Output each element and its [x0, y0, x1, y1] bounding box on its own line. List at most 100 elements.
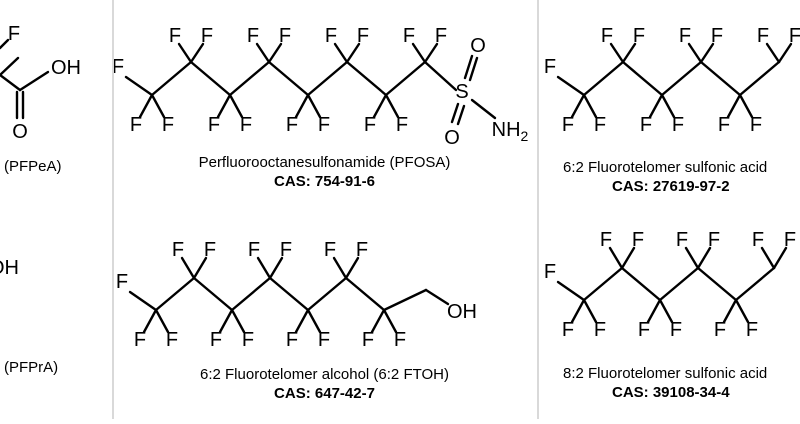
bond-line — [582, 60, 625, 97]
bond-line — [154, 276, 196, 312]
ftsa82-cas: CAS: 39108-34-4 — [612, 384, 730, 401]
fluorine-atom: F — [789, 25, 800, 47]
bond-line — [699, 42, 715, 64]
bond-line — [138, 93, 154, 119]
fluorine-atom: F — [286, 114, 298, 136]
fluorine-atom: F — [403, 25, 415, 47]
fluorine-atom: F — [201, 25, 213, 47]
bond-line — [734, 266, 776, 302]
fluorine-atom: F — [396, 114, 408, 136]
fluorine-atom: F — [714, 319, 726, 341]
fluorine-atom: F — [562, 319, 574, 341]
bond-line — [424, 288, 450, 306]
bond-line — [306, 60, 349, 97]
bond-line — [344, 276, 386, 312]
fluorine-atom: F — [357, 25, 369, 47]
fluorine-atom: F — [162, 114, 174, 136]
bond-line — [660, 93, 676, 119]
bond-line — [450, 102, 460, 124]
bond-line — [608, 246, 624, 270]
fluorine-atom: F — [670, 319, 682, 341]
bond-line — [456, 104, 466, 126]
ftoh62-name: 6:2 Fluorotelomer alcohol (6:2 FTOH) — [200, 366, 449, 383]
bond-line — [154, 308, 170, 334]
bond-line — [658, 298, 674, 324]
bond-line — [267, 60, 310, 97]
oxygen-atom: O — [444, 127, 460, 149]
bond-line — [228, 93, 244, 119]
panel-divider — [112, 0, 114, 419]
bond-line — [230, 308, 246, 334]
fluorine-atom: F — [544, 261, 556, 283]
bond-line — [18, 70, 50, 92]
bond-line — [142, 308, 158, 334]
bond-line — [696, 266, 738, 302]
fluorine-atom: F — [210, 329, 222, 351]
bond-line — [230, 276, 272, 312]
pfosa-name: Perfluorooctanesulfonamide (PFOSA) — [198, 154, 451, 171]
bond-line — [621, 42, 637, 64]
bond-line — [177, 42, 193, 64]
bond-line — [726, 93, 742, 119]
fluorine-atom: F — [356, 239, 368, 261]
bond-line — [556, 280, 586, 302]
fluorine-atom: F — [676, 229, 688, 251]
bond-line — [696, 246, 712, 270]
fluorine-atom: F — [632, 229, 644, 251]
fluorine-atom: F — [672, 114, 684, 136]
bond-line — [150, 93, 166, 119]
fluorine-atom: F — [718, 114, 730, 136]
bond-line — [699, 60, 742, 97]
fluorine-atom: F — [112, 56, 124, 78]
fluorine-atom: F — [633, 25, 645, 47]
bond-line — [620, 246, 636, 270]
fluorine-atom: F — [325, 25, 337, 47]
bond-line — [332, 256, 348, 280]
bond-line — [294, 308, 310, 334]
fluorine-atom: F — [242, 329, 254, 351]
bond-line — [189, 42, 205, 64]
bond-line — [189, 60, 232, 97]
hydroxyl-group: OH — [0, 257, 19, 279]
bond-line — [192, 256, 208, 280]
pfpea-label: (PFPeA) — [4, 158, 62, 175]
fluorine-atom: F — [8, 23, 20, 45]
fluorine-atom: F — [172, 239, 184, 261]
bond-line — [306, 93, 322, 119]
bond-line — [658, 266, 700, 302]
bond-line — [777, 42, 793, 64]
bond-line — [660, 60, 703, 97]
bond-line — [218, 308, 234, 334]
bond-line — [192, 276, 234, 312]
bond-line — [463, 54, 474, 80]
pfpra-label: (PFPrA) — [4, 359, 59, 376]
fluorine-atom: F — [708, 229, 720, 251]
bond-line — [382, 288, 428, 312]
oxygen-atom: O — [12, 121, 28, 143]
bond-line — [738, 93, 754, 119]
bond-line — [411, 42, 427, 64]
fluorine-atom: F — [638, 319, 650, 341]
amine-group: NH2 — [492, 119, 529, 144]
bond-line — [423, 60, 458, 92]
fluorine-atom: F — [116, 271, 128, 293]
fluorine-atom: F — [248, 239, 260, 261]
fluorine-atom: F — [435, 25, 447, 47]
bond-line — [582, 93, 598, 119]
fluorine-atom: F — [318, 114, 330, 136]
fluorine-atom: F — [134, 329, 146, 351]
bond-line — [384, 93, 400, 119]
bond-line — [267, 42, 283, 64]
pfosa-cas: CAS: 754-91-6 — [274, 173, 375, 190]
sulfur-atom: S — [455, 81, 468, 103]
fluorine-atom: F — [784, 229, 796, 251]
fluorine-atom: F — [286, 329, 298, 351]
hydroxyl-group: OH — [51, 57, 81, 79]
bond-line — [333, 42, 349, 64]
fluorine-atom: F — [362, 329, 374, 351]
fluorine-atom: F — [280, 239, 292, 261]
bond-line — [268, 256, 284, 280]
fluorine-atom: F — [640, 114, 652, 136]
